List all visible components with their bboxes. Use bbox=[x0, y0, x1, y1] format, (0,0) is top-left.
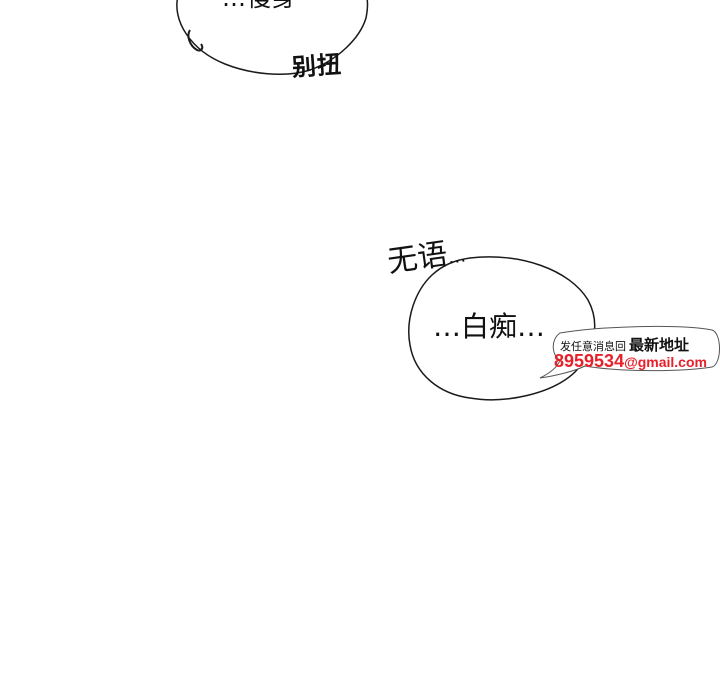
sfx-awkward-text: 别扭 bbox=[291, 50, 343, 82]
watermark-small-text: 发任意消息回 bbox=[560, 340, 626, 353]
top-bubble-text: …慢身 bbox=[222, 0, 297, 10]
sfx-speechless-dots: … bbox=[446, 245, 469, 269]
watermark-line2: 8959534@gmail.com bbox=[554, 351, 707, 372]
main-speech-bubble bbox=[408, 256, 596, 401]
top-bubble-hook bbox=[187, 29, 204, 52]
watermark-number: 8959534 bbox=[554, 351, 625, 371]
watermark-line1: 发任意消息回最新地址 bbox=[560, 334, 689, 355]
watermark-email: @gmail.com bbox=[624, 354, 707, 370]
main-bubble-text: …白痴… bbox=[433, 310, 546, 343]
watermark-balloon bbox=[539, 325, 720, 379]
top-speech-bubble bbox=[176, 0, 369, 75]
watermark: 发任意消息回最新地址 8959534@gmail.com bbox=[530, 322, 720, 382]
watermark-strong-text: 最新地址 bbox=[629, 336, 690, 354]
